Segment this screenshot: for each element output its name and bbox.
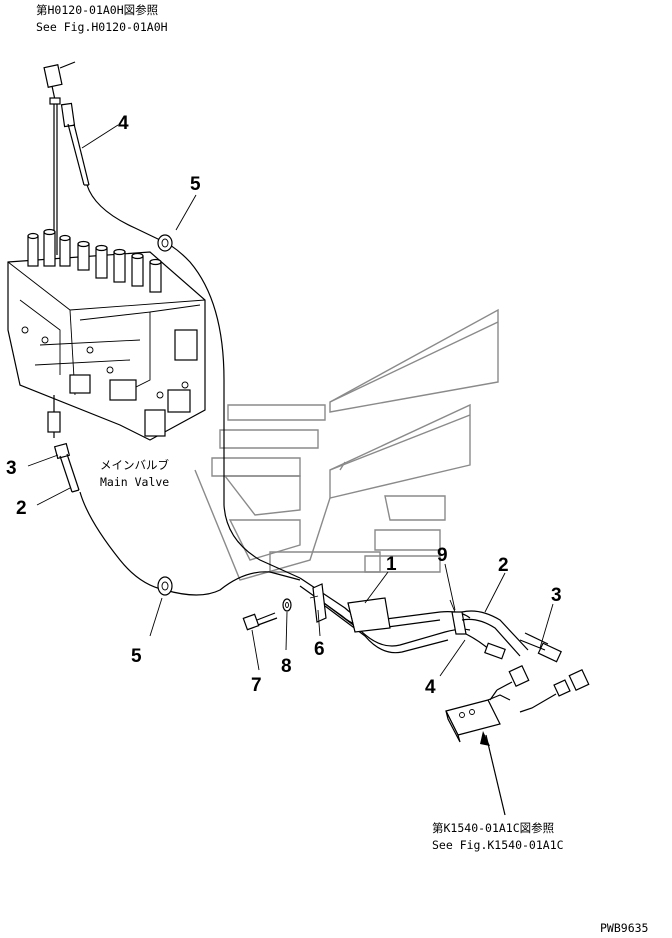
leader-lines — [27, 124, 554, 677]
hose-2-left — [53, 442, 80, 493]
washer-8 — [282, 598, 292, 612]
callout-2-left: 2 — [16, 498, 27, 519]
connector-box — [445, 694, 511, 743]
reference-top-en: See Fig.H0120-01A0H — [36, 20, 168, 34]
callout-2-right: 2 — [498, 555, 509, 576]
tube-assembly-1 — [299, 577, 471, 654]
reference-arrow — [480, 731, 506, 816]
watermark-logo — [194, 308, 499, 581]
callout-7: 7 — [251, 675, 262, 696]
tube-line-lower — [79, 491, 301, 596]
clip-5-top — [157, 234, 173, 252]
callout-1: 1 — [386, 554, 397, 575]
reference-bottom-en: See Fig.K1540-01A1C — [432, 838, 564, 852]
main-valve-body — [7, 228, 206, 441]
pressure-switch-top — [43, 61, 76, 255]
callout-8: 8 — [281, 656, 292, 677]
pressure-sensor-right — [489, 664, 590, 713]
main-valve-label-en: Main Valve — [100, 475, 169, 489]
callout-3-right: 3 — [551, 585, 562, 606]
bolt-7 — [242, 612, 278, 631]
drawing-code: PWB9635 — [600, 921, 648, 935]
callout-3-left: 3 — [6, 458, 17, 479]
hose-4-top — [60, 102, 161, 241]
callout-4-right: 4 — [425, 677, 436, 698]
callout-5-top: 5 — [190, 174, 201, 195]
clip-5-bottom — [157, 576, 173, 596]
callout-5-bottom: 5 — [131, 646, 142, 667]
main-valve-label-jp: メインバルブ — [100, 458, 169, 472]
pressure-switch-lower — [47, 395, 61, 438]
tube-line-upper — [159, 239, 301, 579]
hose-2-right — [461, 610, 562, 663]
callout-6: 6 — [314, 639, 325, 660]
callout-9: 9 — [437, 545, 448, 566]
reference-bottom-jp: 第K1540-01A1C図参照 — [432, 821, 554, 835]
callout-4-top: 4 — [118, 113, 129, 134]
reference-top-jp: 第H0120-01A0H図参照 — [36, 3, 158, 17]
